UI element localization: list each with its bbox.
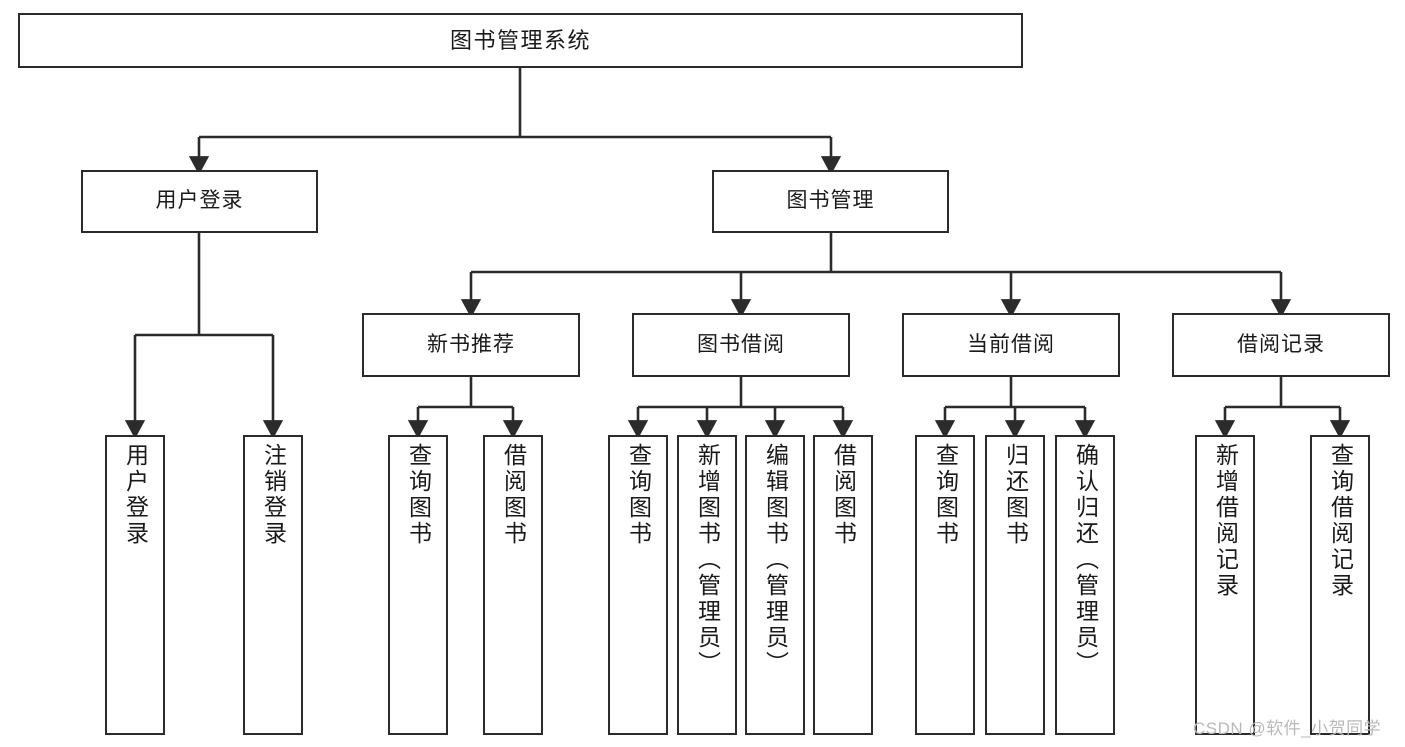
node-label: 借阅图书 [830, 443, 857, 547]
node-label: 编辑图书（管理员） [762, 443, 789, 677]
node-label: 确认归还（管理员） [1072, 443, 1099, 677]
node-label: 查询图书 [405, 443, 432, 547]
node-label: 图书管理系统 [449, 27, 591, 53]
node-new-book-recommend[interactable]: 新书推荐 [362, 313, 580, 377]
node-leaf-add-record[interactable]: 新增借阅记录 [1195, 435, 1255, 735]
node-label: 新增借阅记录 [1212, 443, 1239, 599]
node-label: 查询图书 [932, 443, 959, 547]
node-label: 图书管理 [786, 189, 875, 213]
node-book-borrow[interactable]: 图书借阅 [632, 313, 850, 377]
node-label: 用户登录 [122, 443, 149, 547]
node-label: 借阅图书 [500, 443, 527, 547]
node-current-borrow[interactable]: 当前借阅 [902, 313, 1120, 377]
node-label: 查询借阅记录 [1327, 443, 1354, 599]
node-label: 用户登录 [155, 189, 244, 213]
node-book-manage[interactable]: 图书管理 [712, 170, 949, 233]
node-leaf-confirm-return[interactable]: 确认归还（管理员） [1055, 435, 1115, 735]
node-borrow-record[interactable]: 借阅记录 [1172, 313, 1390, 377]
node-label: 查询图书 [625, 443, 652, 547]
node-root-book-management-system[interactable]: 图书管理系统 [18, 13, 1023, 68]
node-label: 新增图书（管理员） [694, 443, 721, 677]
node-label: 当前借阅 [967, 332, 1055, 356]
node-leaf-query-book-3[interactable]: 查询图书 [915, 435, 975, 735]
node-leaf-user-login[interactable]: 用户登录 [105, 435, 165, 735]
node-leaf-query-book-1[interactable]: 查询图书 [388, 435, 448, 735]
node-leaf-borrow-book-1[interactable]: 借阅图书 [483, 435, 543, 735]
node-leaf-query-book-2[interactable]: 查询图书 [608, 435, 668, 735]
node-label: 注销登录 [260, 443, 287, 547]
node-label: 新书推荐 [427, 332, 515, 356]
node-label: 图书借阅 [697, 332, 785, 356]
node-user-login[interactable]: 用户登录 [81, 170, 318, 233]
node-leaf-logout-login[interactable]: 注销登录 [243, 435, 303, 735]
node-leaf-query-record[interactable]: 查询借阅记录 [1310, 435, 1370, 735]
node-label: 借阅记录 [1237, 332, 1325, 356]
node-leaf-edit-book[interactable]: 编辑图书（管理员） [745, 435, 805, 735]
node-label: 归还图书 [1002, 443, 1029, 547]
node-leaf-return-book[interactable]: 归还图书 [985, 435, 1045, 735]
node-leaf-add-book[interactable]: 新增图书（管理员） [677, 435, 737, 735]
node-leaf-borrow-book-2[interactable]: 借阅图书 [813, 435, 873, 735]
